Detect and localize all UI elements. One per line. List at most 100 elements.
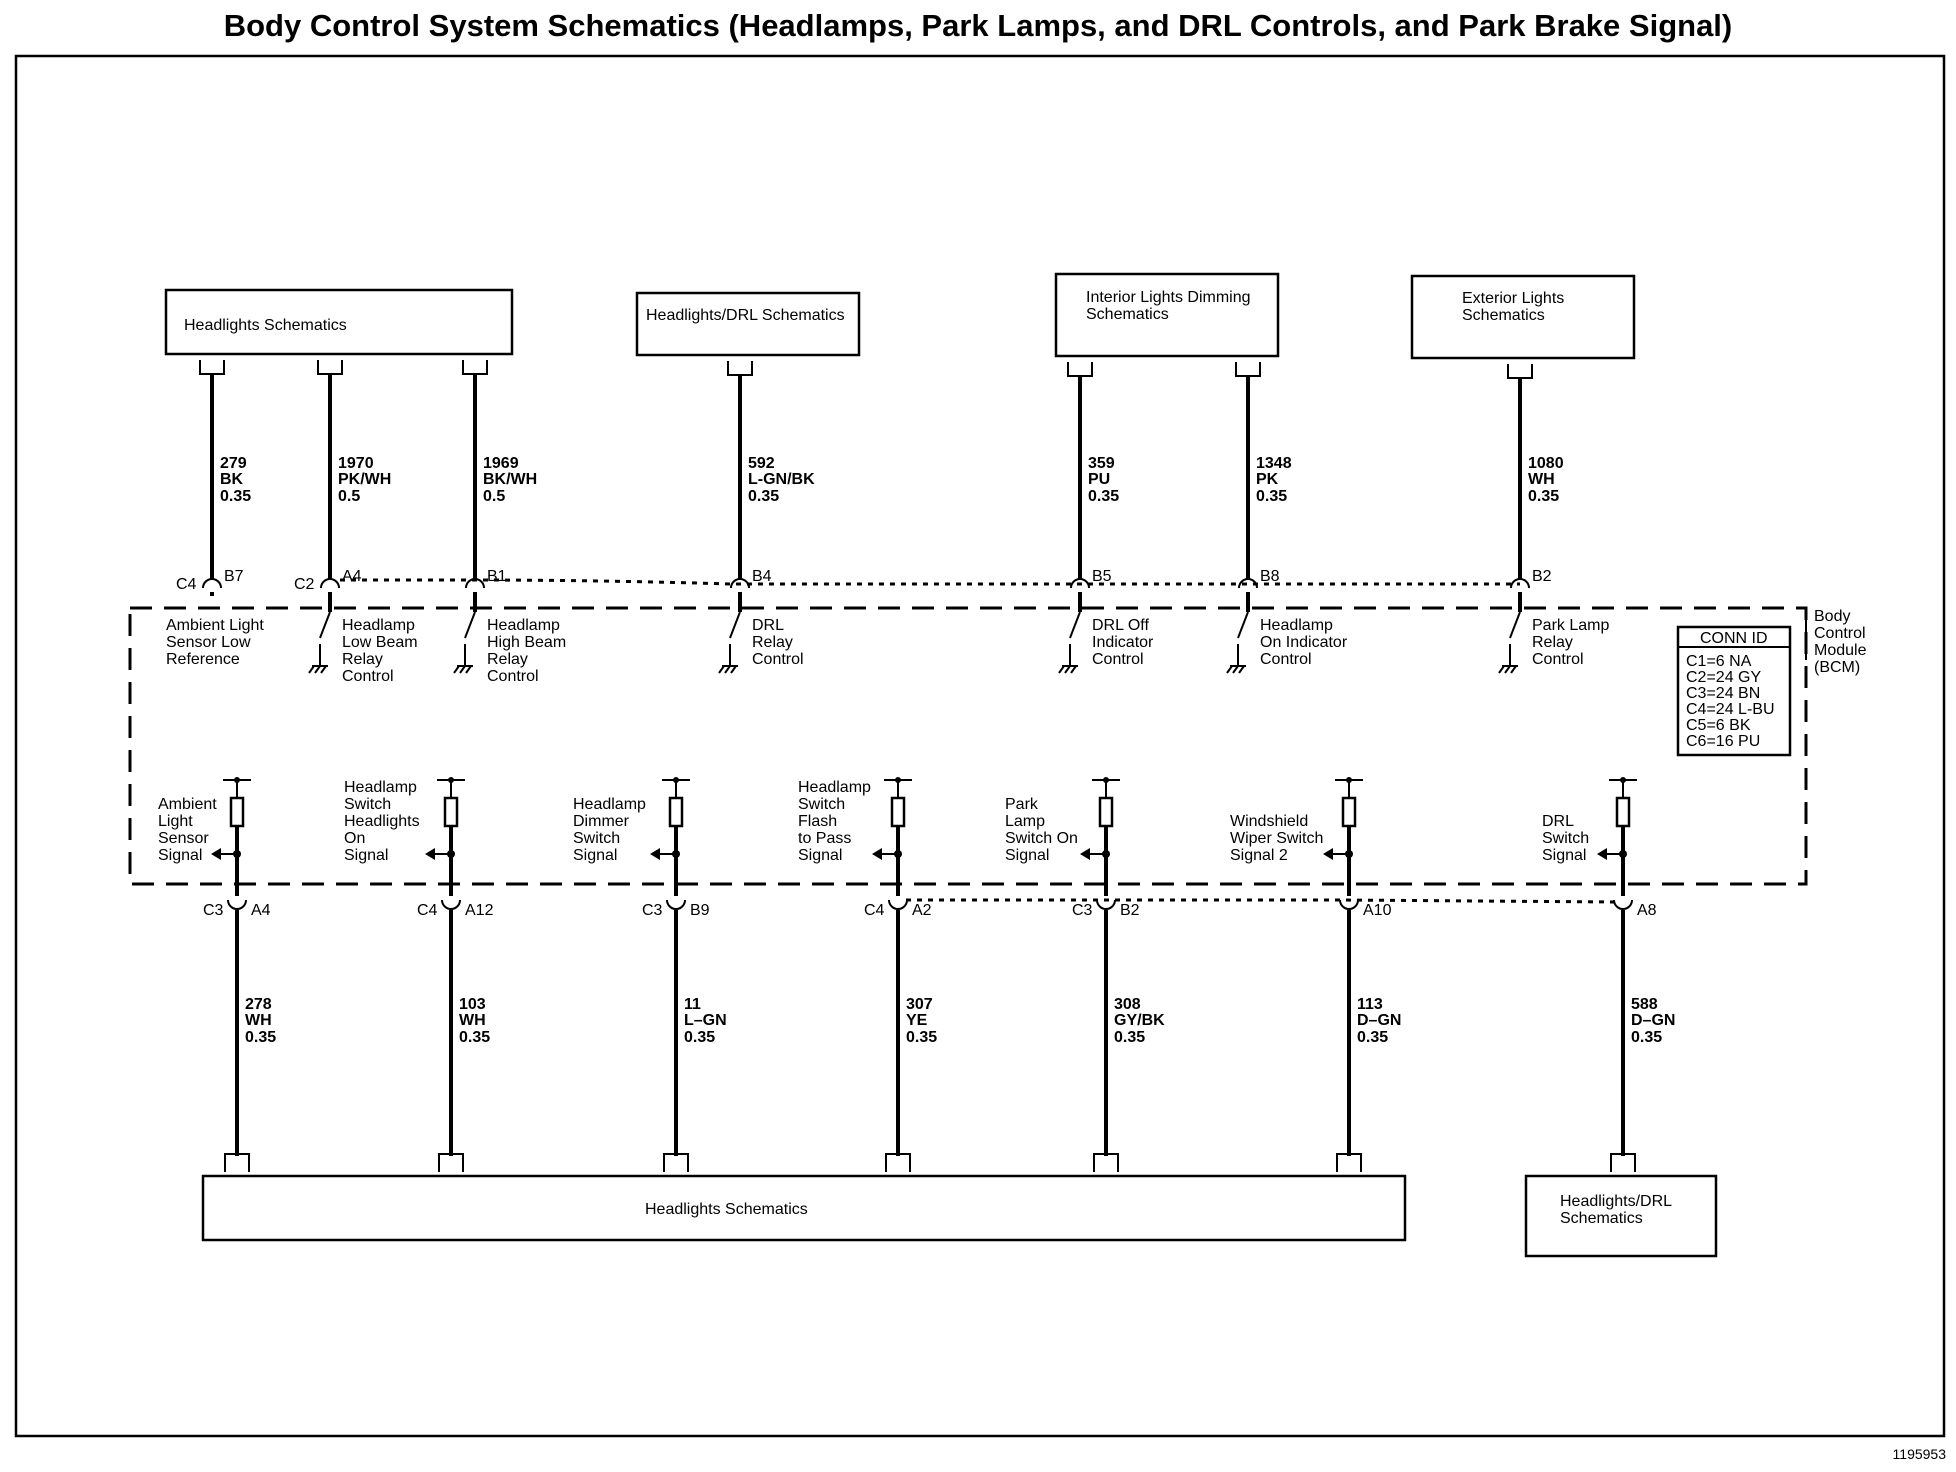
connector-label: C4 (176, 576, 197, 593)
wire-circuit-number: 113 (1357, 996, 1383, 1013)
bcm-module-boundary (128, 606, 1808, 886)
connector-pin-icon (441, 899, 461, 910)
top-box-interior-dimming-label: Schematics (1086, 306, 1169, 323)
resistor-icon (443, 796, 459, 828)
circuit-description: DRL Off (1092, 617, 1149, 634)
wire-terminal-icon (1507, 364, 1533, 379)
switch-contact-icon (464, 611, 476, 639)
circuit-description: Park (1005, 796, 1039, 813)
page-title: Body Control System Schematics (Headlamp… (223, 8, 1733, 43)
circuit-description: Switch (344, 796, 391, 813)
switch-contact-icon (1069, 611, 1081, 639)
wire-color: WH (1528, 471, 1555, 488)
circuit-description: Indicator (1092, 634, 1154, 651)
circuit-description: Wiper Switch (1230, 830, 1323, 847)
bottom-box-headlights: Headlights Schematics (201, 1174, 1407, 1242)
wire-circuit-number: 588 (1631, 996, 1658, 1013)
pin-label: B2 (1532, 568, 1552, 585)
circuit-description: Relay (342, 651, 383, 668)
switch-contact-icon (729, 611, 741, 639)
wire-terminal-icon (1093, 1153, 1119, 1172)
circuit-description: Control (1260, 651, 1312, 668)
wire-terminal-icon (1235, 362, 1261, 377)
circuit-description: Signal (573, 847, 617, 864)
circuit-description: Signal (1005, 847, 1049, 864)
wire-circuit-number: 103 (459, 996, 486, 1013)
pin-label: B8 (1260, 568, 1280, 585)
resistor-icon (1098, 796, 1114, 828)
wire-color: L–GN (684, 1012, 727, 1029)
circuit-description: Windshield (1230, 813, 1308, 830)
wire-terminal-icon (224, 1153, 250, 1172)
circuit-description: Headlamp (342, 617, 415, 634)
wire-terminal-icon (199, 360, 225, 375)
circuit-description: Sensor (158, 830, 209, 847)
wire-color: PK (1256, 471, 1279, 488)
top-box-interior-dimming-label: Interior Lights Dimming (1086, 289, 1251, 306)
circuit-description: Headlamp (487, 617, 560, 634)
wire-color: D–GN (1631, 1012, 1675, 1029)
bcm-label-line: (BCM) (1814, 659, 1860, 676)
circuit-description: Low Beam (342, 634, 418, 651)
circuit-description: Headlamp (344, 779, 417, 796)
connector-pin-icon (1613, 899, 1633, 910)
circuit-description: Headlights (344, 813, 420, 830)
ground-icon (453, 652, 473, 674)
signal-arrow-icon (872, 848, 882, 860)
connector-label: C4 (864, 902, 885, 919)
wire-gauge: 0.35 (459, 1029, 490, 1046)
circuit-description: Park Lamp (1532, 617, 1609, 634)
circuit-description: Switch (573, 830, 620, 847)
circuit-description: Relay (487, 651, 528, 668)
pin-label: A10 (1363, 902, 1392, 919)
circuit-description: Relay (1532, 634, 1573, 651)
wire-color: WH (459, 1012, 486, 1029)
wire-terminal-icon (1336, 1153, 1362, 1172)
circuit-description: Headlamp (798, 779, 871, 796)
wire-terminal-icon (1067, 362, 1093, 377)
bottom-reference-boxes: Headlights Schematics Headlights/DRLSchem… (201, 1174, 1718, 1258)
bottom-box-headlights-label: Headlights Schematics (645, 1201, 808, 1218)
resistor-icon (890, 796, 906, 828)
wire-gauge: 0.35 (1088, 488, 1119, 505)
connector-label: C4 (417, 902, 438, 919)
resistor-icon (229, 796, 245, 828)
wire-color: PU (1088, 471, 1110, 488)
connector-pin-icon (202, 578, 222, 589)
connector-c2-link (340, 578, 1520, 586)
circuit-description: Reference (166, 651, 240, 668)
top-box-headlights-drl-label: Headlights/DRL Schematics (646, 307, 845, 324)
wire-circuit-number: 1970 (338, 455, 374, 472)
circuit-description: DRL (752, 617, 784, 634)
connector-label: C3 (642, 902, 663, 919)
circuit-description: Headlamp (573, 796, 646, 813)
connector-label: C3 (1072, 902, 1093, 919)
signal-arrow-icon (1080, 848, 1090, 860)
circuit-description: On (344, 830, 365, 847)
circuit-description: Relay (752, 634, 793, 651)
pin-label: A12 (465, 902, 494, 919)
pin-label: A8 (1637, 902, 1657, 919)
circuit-description: Headlamp (1260, 617, 1333, 634)
wire-color: BK/WH (483, 471, 537, 488)
wire-terminal-icon (885, 1153, 911, 1172)
conn-id-row: C2=24 GY (1686, 669, 1761, 686)
wire-terminal-icon (317, 360, 343, 375)
pin-label: A4 (251, 902, 271, 919)
wire-circuit-number: 307 (906, 996, 933, 1013)
bottom-circuit-103: HeadlampSwitchHeadlightsOnSignalA12C4103… (344, 777, 494, 1172)
circuit-description: Lamp (1005, 813, 1045, 830)
resistor-icon (668, 796, 684, 828)
top-box-headlights-label: Headlights Schematics (184, 317, 347, 334)
circuit-description: High Beam (487, 634, 566, 651)
conn-id-row: C5=6 BK (1686, 717, 1751, 734)
wire-color: WH (245, 1012, 272, 1029)
